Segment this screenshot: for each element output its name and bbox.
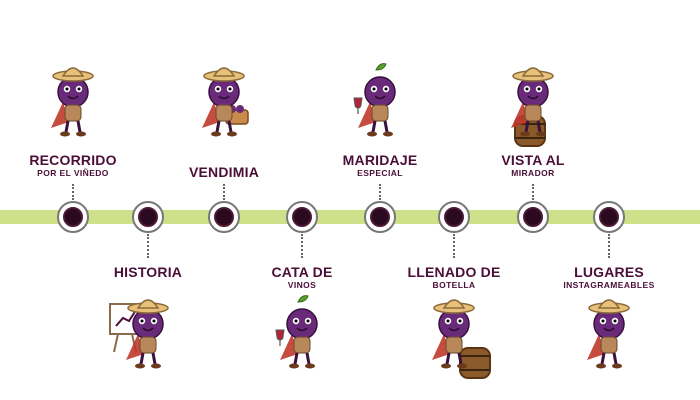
grape-with-wineglass-icon (262, 290, 342, 385)
node-connector (379, 184, 381, 200)
node-dot (444, 207, 464, 227)
grape-taking-selfie-icon (569, 290, 649, 385)
node-connector (453, 234, 455, 258)
timeline-node (593, 201, 625, 233)
node-connector (608, 234, 610, 258)
grape-filling-bottle-icon (414, 290, 494, 385)
timeline-node (132, 201, 164, 233)
grape-presenting-chart-icon (108, 290, 188, 385)
node-connector (532, 184, 534, 200)
node-dot (599, 207, 619, 227)
stop-subtitle: POR EL VIÑEDO (37, 168, 109, 178)
node-ring (57, 201, 89, 233)
stop-title: LLENADO DE (407, 264, 501, 280)
stop-label: HISTORIA (114, 264, 182, 280)
node-dot (523, 207, 543, 227)
timeline-node (364, 201, 396, 233)
node-ring (593, 201, 625, 233)
stop-title: MARIDAJE (342, 152, 418, 168)
node-ring (517, 201, 549, 233)
node-connector (223, 184, 225, 200)
timeline-node (57, 201, 89, 233)
stop-subtitle: ESPECIAL (357, 168, 403, 178)
node-connector (72, 184, 74, 200)
stop-subtitle: MIRADOR (511, 168, 555, 178)
node-ring (208, 201, 240, 233)
stop-subtitle: BOTELLA (432, 280, 476, 290)
timeline-node (286, 201, 318, 233)
grape-on-barrel-icon (493, 58, 573, 153)
node-ring (132, 201, 164, 233)
node-ring (438, 201, 470, 233)
node-ring (364, 201, 396, 233)
node-dot (214, 207, 234, 227)
grape-with-basket-icon (184, 58, 264, 153)
timeline-node (208, 201, 240, 233)
stop-subtitle: VINOS (287, 280, 317, 290)
node-dot (370, 207, 390, 227)
stop-label: VENDIMIA (189, 164, 259, 180)
timeline-node (517, 201, 549, 233)
stop-title: CATA DE (271, 264, 333, 280)
grape-reading-map-icon (33, 58, 113, 153)
node-connector (301, 234, 303, 258)
grape-with-wine-and-food-icon (340, 58, 420, 153)
stop-title: VISTA AL (501, 152, 565, 168)
stop-title: VENDIMIA (188, 164, 260, 180)
node-dot (63, 207, 83, 227)
timeline-node (438, 201, 470, 233)
node-ring (286, 201, 318, 233)
stop-title: HISTORIA (113, 264, 183, 280)
node-dot (138, 207, 158, 227)
node-connector (147, 234, 149, 258)
stop-title: LUGARES (574, 264, 644, 280)
stop-title: RECORRIDO (29, 152, 117, 168)
stop-subtitle: INSTAGRAMEABLES (563, 280, 655, 290)
node-dot (292, 207, 312, 227)
